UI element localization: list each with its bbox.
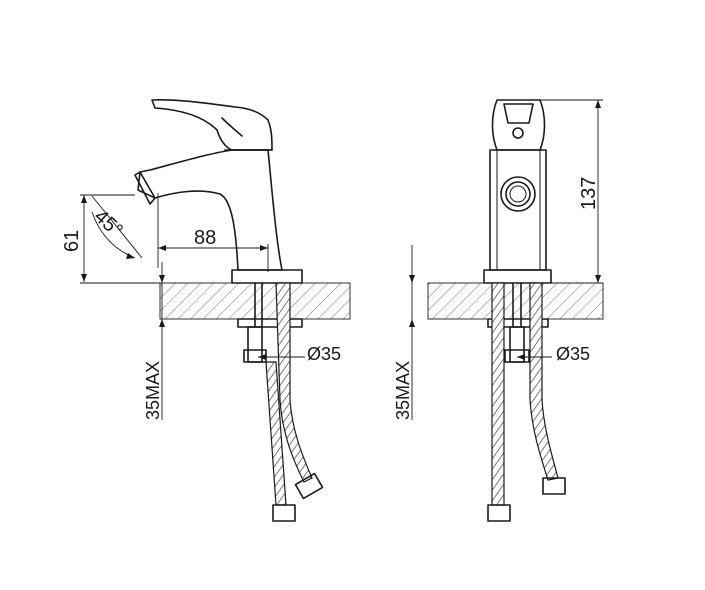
front-view: 137 Ø35 35MAX — [393, 99, 604, 522]
dim-side-angle: 45° — [90, 205, 127, 242]
side-faucet-body — [137, 149, 283, 271]
dim-front-hole-diameter: Ø35 — [556, 344, 590, 364]
dim-side-height: 61 — [61, 230, 83, 252]
dim-front-max-thickness: 35MAX — [393, 361, 413, 420]
side-view: 61 45° 88 Ø35 35MAX — [61, 99, 351, 522]
front-base-flange — [483, 269, 552, 284]
dim-side-hole-diameter: Ø35 — [307, 344, 341, 364]
side-base-flange — [231, 269, 303, 284]
side-lever-handle — [151, 99, 273, 151]
side-hose-1 — [275, 282, 313, 483]
dim-side-max-thickness: 35MAX — [143, 361, 163, 420]
front-aerator — [500, 176, 536, 212]
front-hose-2 — [529, 282, 559, 481]
front-lever-handle — [491, 99, 546, 151]
front-faucet-body — [489, 149, 547, 271]
front-countertop — [427, 282, 604, 320]
front-hose-1 — [491, 282, 505, 506]
dim-front-total-height: 137 — [578, 177, 600, 210]
dim-side-reach: 88 — [194, 227, 216, 249]
